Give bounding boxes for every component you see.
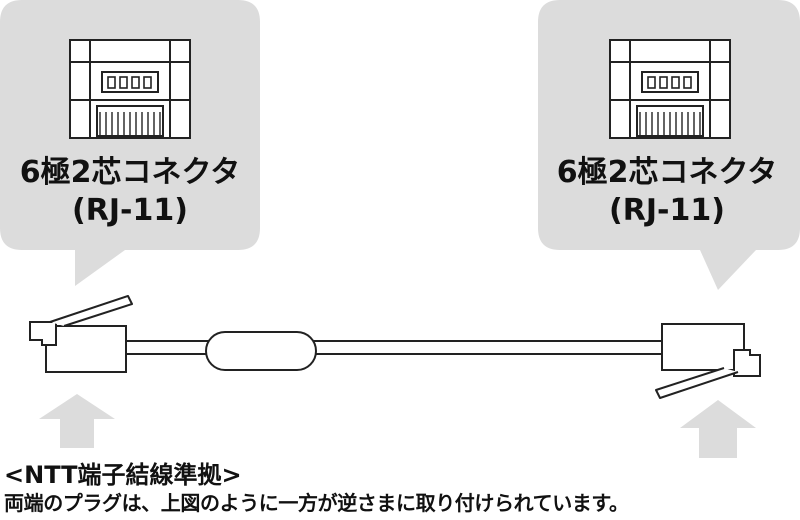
up-arrow-icon	[680, 400, 756, 458]
rj11-jack-icon	[69, 39, 191, 139]
connector-name: 6極2芯コネクタ	[556, 155, 778, 190]
connector-standard: (RJ-11)	[72, 193, 188, 228]
rj11-jack-icon	[609, 39, 731, 139]
callout-right-bubble	[538, 0, 800, 290]
connector-name: 6極2芯コネクタ	[19, 155, 241, 190]
callout-left-bubble	[0, 0, 260, 286]
cable	[124, 331, 666, 371]
connector-standard: (RJ-11)	[609, 193, 725, 228]
note-body: 両端のプラグは、上図のように一方が逆さまに取り付けられています。	[4, 491, 629, 515]
note-title: <NTT端子結線準拠>	[4, 461, 242, 489]
rj11-plug-icon	[655, 323, 761, 399]
callout-right: 6極2芯コネクタ (RJ-11)	[542, 154, 792, 230]
rj11-plug-icon	[29, 295, 133, 373]
up-arrow-icon	[39, 394, 115, 448]
callout-left: 6極2芯コネクタ (RJ-11)	[5, 154, 255, 230]
